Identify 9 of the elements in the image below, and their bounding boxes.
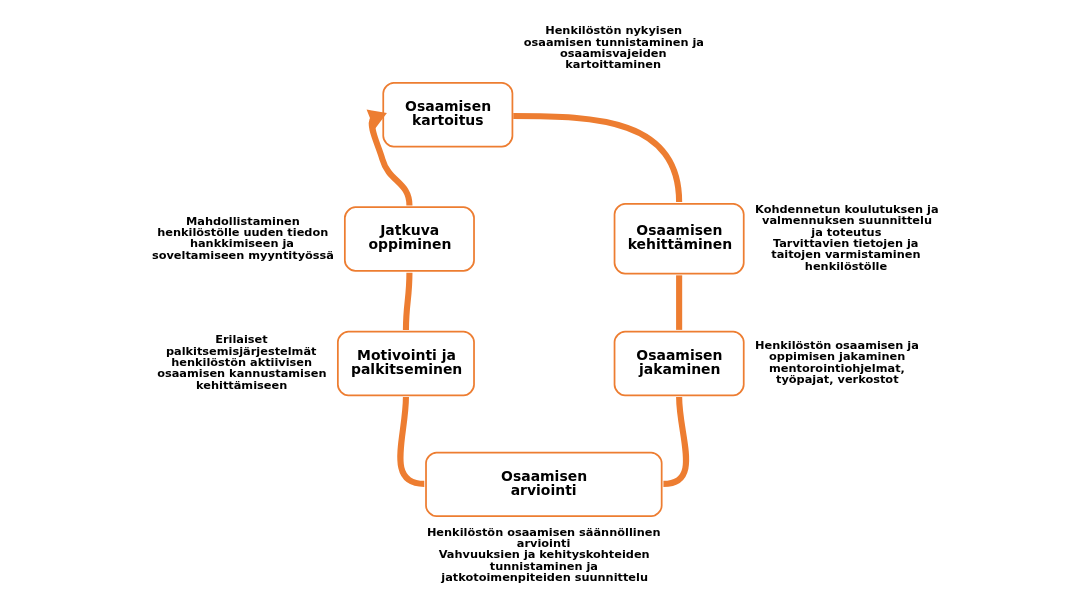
node-label: Mahdollistaminen henkilöstölle uuden tiedon hankkimiseen ja soveltamiseen myyntityössä — [151, 213, 334, 262]
node-label: Henkilöstön nykyisen osaamisen tunnistaminen ja osaamisvajeiden kartoittaminen — [523, 23, 704, 72]
connector — [662, 396, 689, 487]
connector — [402, 272, 412, 330]
connector — [512, 112, 682, 203]
connector — [675, 275, 682, 330]
arrow — [366, 109, 412, 206]
node-label: Erilaiset palkitsemisjärjestelmät henkilöstön aktiivisen osaamisen kannustamisen kehittämiseen — [156, 332, 326, 392]
node-label: Henkilöstön osaamisen ja oppimisen jakaminen mentorointiohjelmat, työpajat, verkostot — [754, 337, 919, 387]
